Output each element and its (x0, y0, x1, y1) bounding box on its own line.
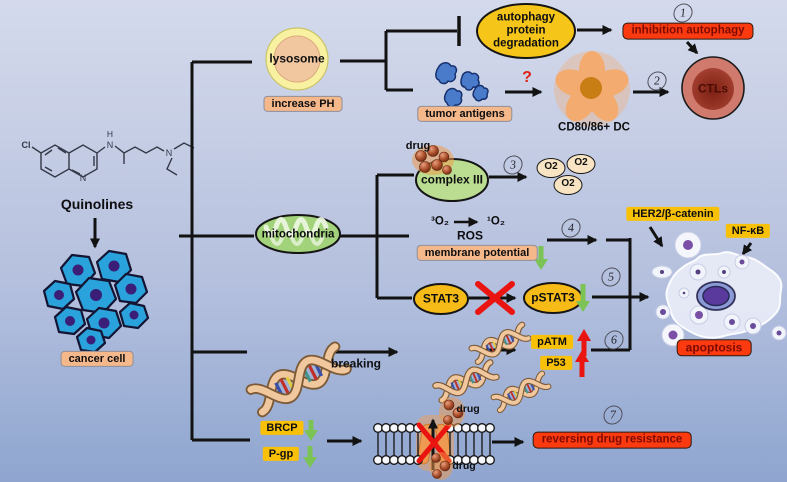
decrease-arrows (303, 246, 590, 468)
o2-bubble-3: O2 (553, 175, 583, 195)
molecule-name: Quinolines (60, 196, 134, 213)
drug-label-bottom: drug (452, 460, 476, 473)
nfkb-label: NF-κB (725, 223, 771, 239)
reversing-drug-resistance-label: reversing drug resistance (532, 431, 692, 449)
apoptosis-label: apoptosis (676, 339, 752, 357)
autophagy-line3: degradation (493, 37, 559, 50)
cancer-cell-nuclei (54, 260, 139, 345)
ctls-label: CTLs (698, 81, 728, 96)
atom-h: H (107, 129, 113, 139)
lysosome-shape (265, 27, 329, 91)
connector-lines (90, 16, 753, 447)
autophagy-ellipse (476, 3, 576, 59)
dc-nucleus (580, 77, 602, 99)
tumor-antigen-blobs (435, 62, 489, 108)
p53-label: P53 (540, 355, 572, 371)
dc-label: CD80/86+ DC (558, 121, 630, 134)
atom-n-amine: N (107, 140, 114, 150)
pstat3-label: pSTAT3 (531, 290, 575, 305)
increase-ph-label: increase PH (263, 95, 343, 113)
her2-bcatenin-label: HER2/β-catenin (626, 206, 720, 222)
brcp-label: BRCP (260, 420, 304, 436)
atom-n-ring: N (80, 173, 87, 183)
ros-label: ROS (456, 228, 484, 243)
cancer-cell-label: cancer cell (60, 350, 134, 368)
atom-cl: Cl (22, 140, 31, 150)
breaking-label: breaking (330, 356, 382, 371)
o2-bubble-2: O2 (566, 154, 596, 174)
stat3-shape (413, 283, 469, 315)
drug-label-top: drug (456, 403, 480, 416)
stat3-block-x (475, 281, 515, 315)
o2-bubble-1: O2 (536, 158, 566, 178)
mitochondria-label: mitochondria (261, 228, 335, 241)
complex-iii-shape (412, 145, 489, 202)
question-mark: ? (522, 69, 532, 87)
mitochondria-shape (255, 214, 341, 254)
tumor-antigens-label: tumor antigens (417, 105, 513, 123)
quinoline-structure: Cl H N N N (22, 129, 195, 183)
singlet-oxygen-label: ¹O₂ (487, 215, 505, 228)
lipid-tails (377, 433, 491, 455)
increase-arrows (575, 329, 591, 377)
cancer-cell-cluster (42, 249, 150, 354)
inhibition-autophagy-label: inhibition autophagy (622, 22, 754, 40)
membrane-potential-label: membrane potential (416, 244, 538, 262)
stat3-label: STAT3 (422, 291, 460, 306)
apoptosis-nucleus (696, 281, 736, 311)
ctl-cell (681, 56, 745, 120)
patm-label: pATM (531, 334, 573, 350)
autophagy-line2: protein (506, 24, 546, 37)
atom-n-side: N (166, 148, 173, 158)
drug-spheres-complex (415, 145, 452, 175)
complex-iii-label: complex III (420, 172, 484, 187)
lysosome-label: lysosome (269, 51, 325, 66)
drug-label-complex: drug (405, 139, 431, 152)
apoptotic-bodies (651, 231, 787, 347)
autophagy-line1: autophagy (496, 11, 556, 24)
drug-spheres-membrane (429, 397, 465, 480)
triplet-oxygen-label: ³O₂ (431, 215, 449, 228)
pgp-label: P-gp (262, 446, 300, 462)
dendritic-cell (554, 51, 630, 127)
apoptosis-cell (651, 231, 787, 347)
